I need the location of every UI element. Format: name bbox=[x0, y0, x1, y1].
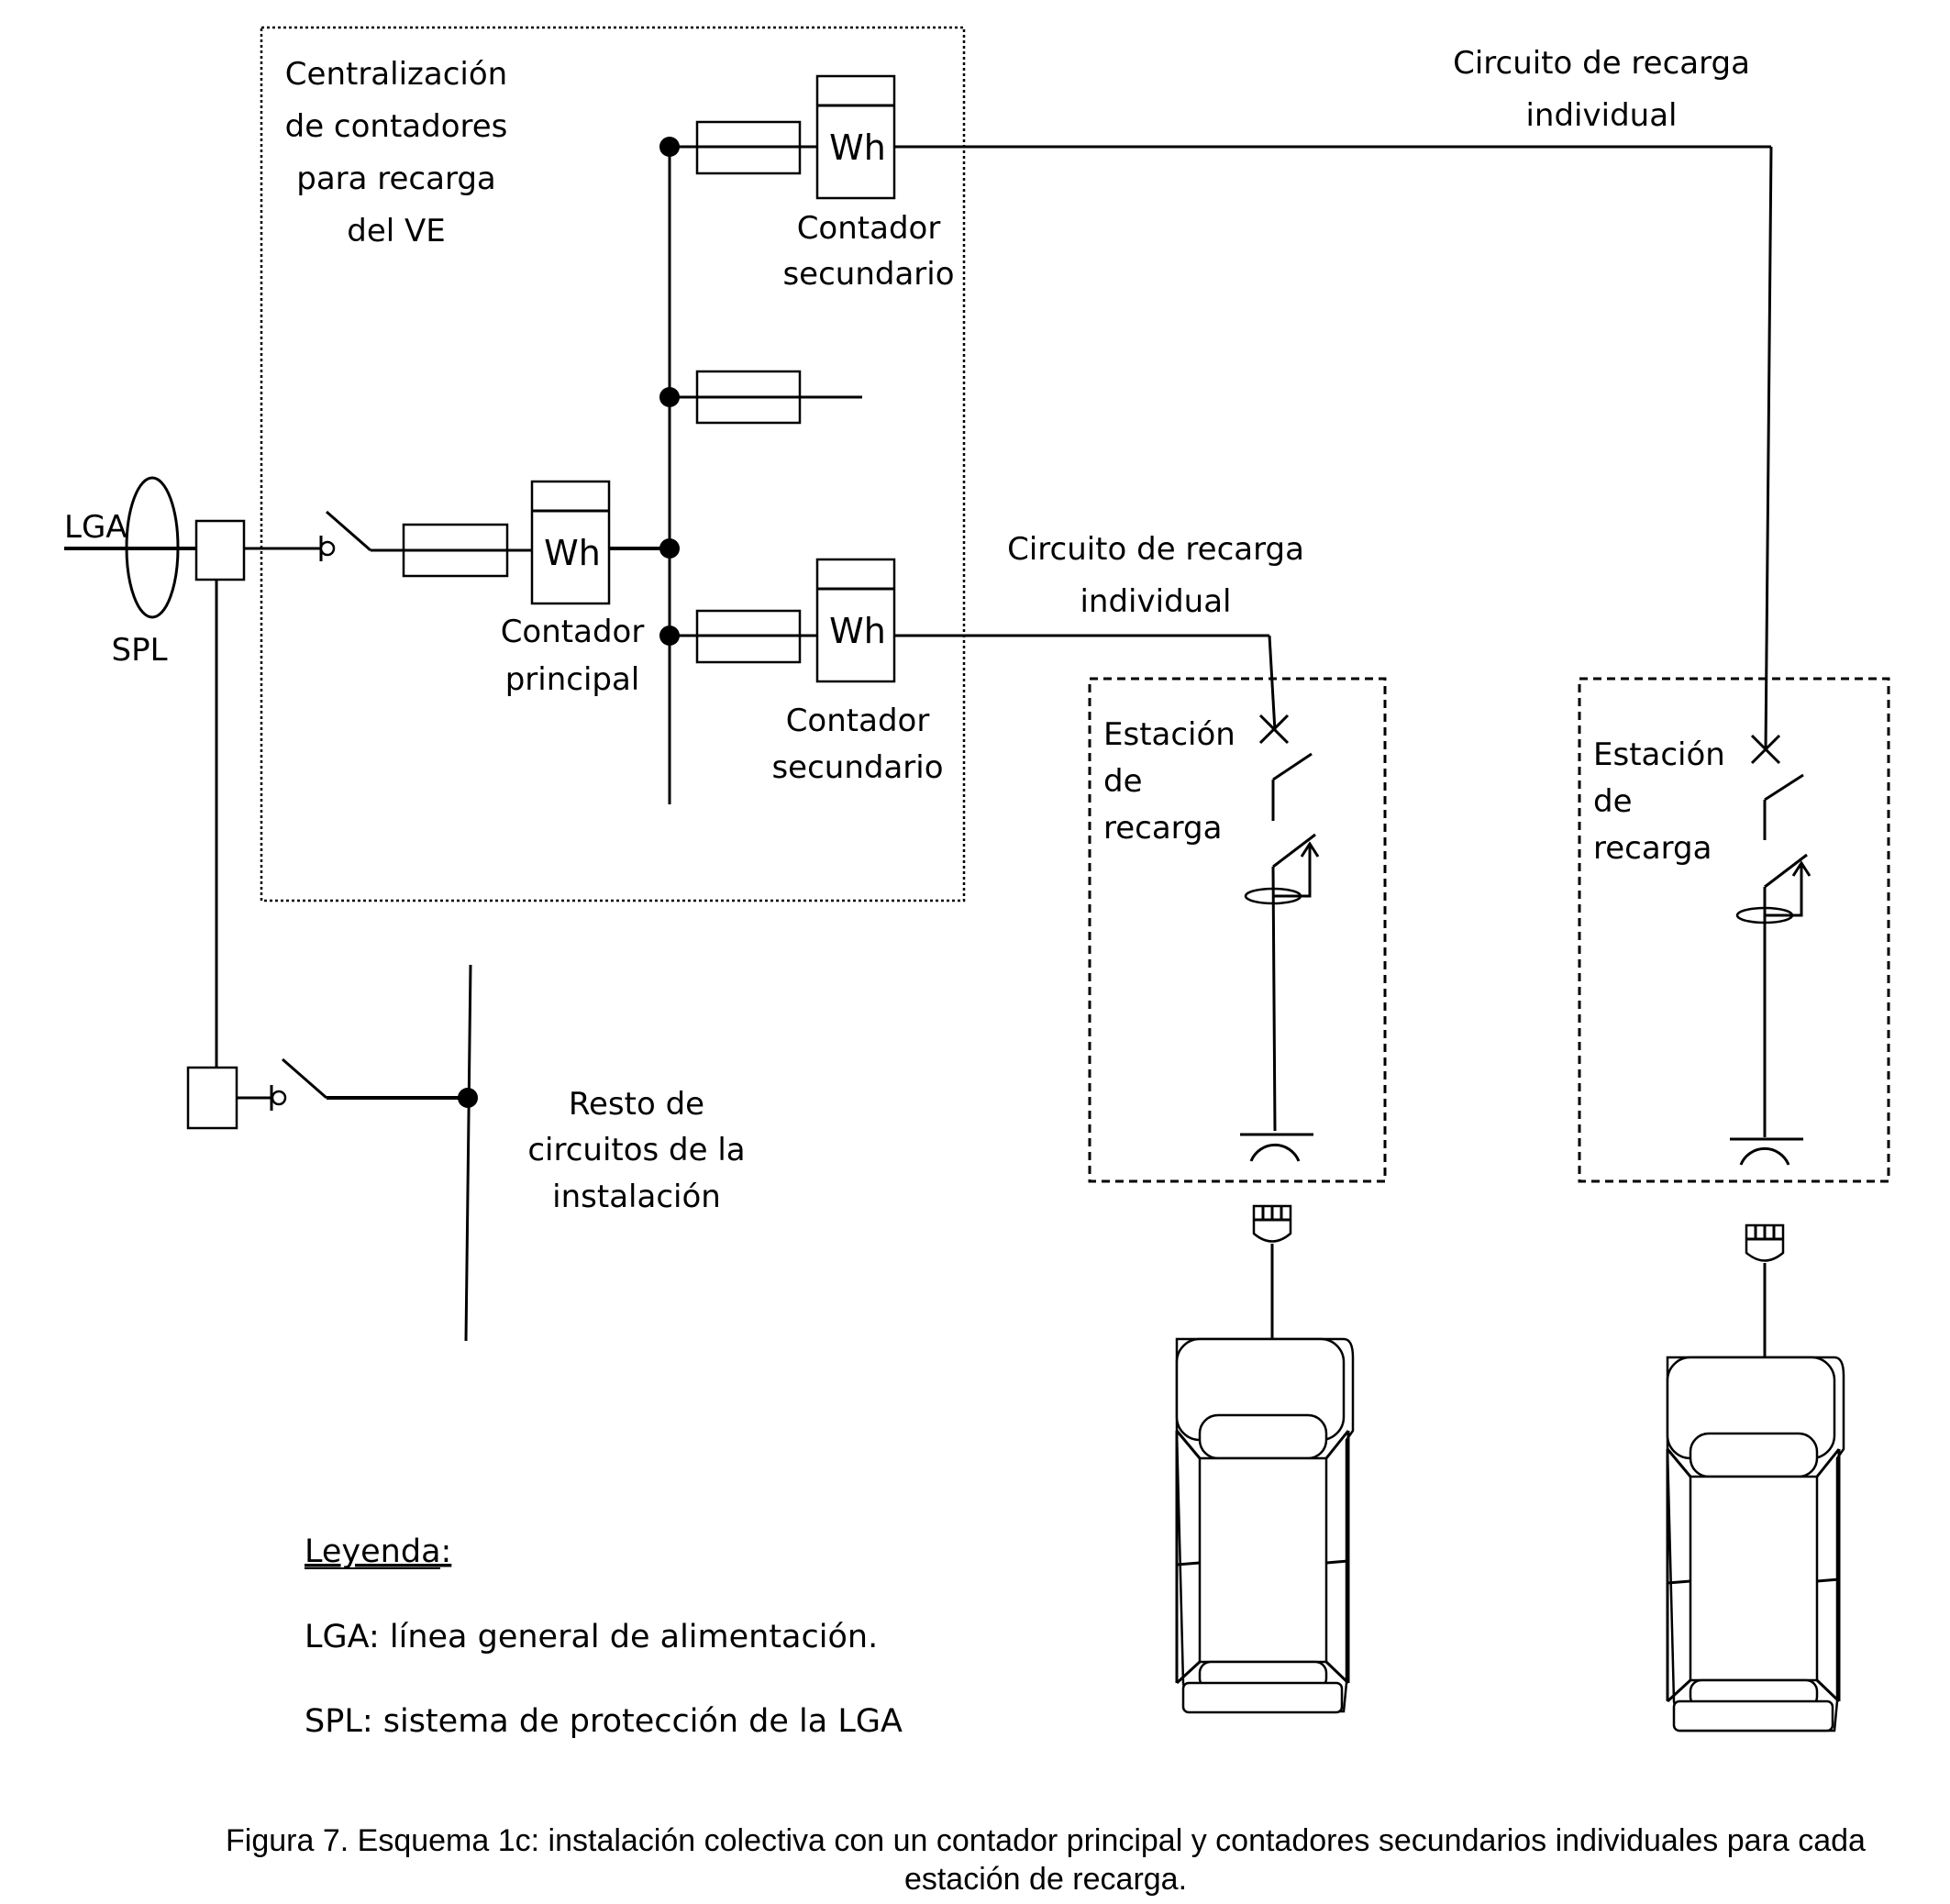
station-2-socket-arc bbox=[1739, 1146, 1790, 1166]
car-2-right-side-front bbox=[1815, 1448, 1841, 1478]
figure-caption-line-1: Figura 7. Esquema 1c: instalación colect… bbox=[226, 1823, 1866, 1858]
charging-circuit-drop-near bbox=[1268, 635, 1277, 732]
secondary-meter-bottom-unit: Wh bbox=[829, 611, 886, 651]
car-2-left-door-line bbox=[1667, 1579, 1691, 1585]
lga-label: LGA bbox=[64, 509, 127, 546]
secondary-meter-top-label-line-2: secundario bbox=[782, 256, 954, 293]
main-meter bbox=[530, 480, 611, 605]
charging-station-2 bbox=[1578, 677, 1890, 1183]
station-1-breaker-x-b bbox=[1258, 714, 1290, 745]
main-switch-contact bbox=[319, 540, 336, 557]
legend-item-spl: SPL: sistema de protección de la LGA bbox=[305, 1703, 903, 1740]
near-circuit-label-line-1: Circuito de recarga bbox=[1007, 531, 1304, 568]
station-2-rcd-arrow-head bbox=[1791, 860, 1812, 877]
centralization-label-line-3: para recarga bbox=[296, 161, 496, 197]
station-2-label-line-2: de bbox=[1593, 783, 1633, 820]
electric-vehicle-1 bbox=[1175, 1337, 1355, 1714]
car-1-right-rear bbox=[1324, 1660, 1350, 1685]
station-1-label-line-1: Estación bbox=[1103, 716, 1235, 753]
station-1-breaker-blade bbox=[1272, 752, 1313, 781]
secondary-meter-top-unit: Wh bbox=[829, 127, 886, 168]
main-meter-label-line-1: Contador bbox=[501, 614, 645, 650]
station-2-rcd-blade bbox=[1764, 853, 1808, 889]
car-1-left-door-line bbox=[1176, 1561, 1201, 1566]
secondary-meter-bottom-label-line-2: secundario bbox=[771, 749, 943, 786]
main-switch-blade bbox=[326, 510, 371, 552]
legend-item-lga: LGA: línea general de alimentación. bbox=[305, 1619, 878, 1655]
car-2-bumper bbox=[1672, 1699, 1834, 1732]
car-2-right-rear bbox=[1815, 1678, 1841, 1703]
car-1-right-door-line bbox=[1325, 1559, 1349, 1565]
busbar-node-main bbox=[659, 538, 680, 559]
station-1-rcd-arrow-head bbox=[1300, 841, 1320, 858]
main-meter-label-line-2: principal bbox=[505, 661, 640, 698]
main-protection-box bbox=[194, 519, 246, 581]
rest-protection-box bbox=[186, 1066, 238, 1130]
station-1-label-line-2: de bbox=[1103, 763, 1143, 800]
rest-label-line-2: circuitos de la bbox=[527, 1132, 745, 1168]
station-1-line-to-socket bbox=[1271, 866, 1277, 1132]
station-1-socket-arc bbox=[1249, 1143, 1301, 1162]
station-2-rcd-arrow bbox=[1765, 865, 1803, 917]
secondary-meter-bottom bbox=[815, 558, 896, 683]
meter-centralization-box bbox=[260, 26, 966, 902]
far-circuit-label-line-1: Circuito de recarga bbox=[1453, 45, 1750, 82]
station-2-label-line-1: Estación bbox=[1593, 736, 1725, 773]
charging-station-1 bbox=[1088, 677, 1387, 1183]
spl-protection-symbol bbox=[125, 476, 180, 619]
station-1-rcd-blade bbox=[1272, 833, 1316, 869]
car-2-cabin bbox=[1689, 1475, 1819, 1682]
rest-label-line-3: instalación bbox=[552, 1179, 721, 1215]
station-2-breaker-x-b bbox=[1750, 734, 1781, 765]
car-1-cabin bbox=[1198, 1456, 1328, 1664]
near-circuit-label-line-2: individual bbox=[1080, 583, 1231, 620]
secondary-meter-top-label-line-1: Contador bbox=[797, 210, 941, 247]
centralization-label-line-1: Centralización bbox=[285, 56, 507, 93]
centralization-label-line-4: del VE bbox=[347, 213, 446, 249]
charging-circuit-drop-far bbox=[1764, 146, 1773, 752]
rest-switch-contact bbox=[271, 1090, 287, 1106]
secondary-meter-top bbox=[815, 74, 896, 200]
legend-title: Leyenda: bbox=[305, 1533, 451, 1570]
station-1-rcd-arrow bbox=[1273, 846, 1312, 898]
car-1-left-side-front bbox=[1175, 1430, 1202, 1459]
rest-busbar bbox=[464, 964, 472, 1342]
station-2-label-line-3: recarga bbox=[1593, 830, 1712, 867]
centralization-label-line-2: de contadores bbox=[285, 108, 508, 145]
far-circuit-label-line-2: individual bbox=[1525, 97, 1677, 134]
car-2-left-side-front bbox=[1666, 1448, 1692, 1478]
car-2-windshield bbox=[1689, 1432, 1819, 1478]
car-1-right-side-front bbox=[1324, 1430, 1350, 1459]
rest-switch-blade bbox=[282, 1057, 327, 1100]
electric-vehicle-2 bbox=[1666, 1356, 1845, 1732]
figure-caption-line-2: estación de recarga. bbox=[904, 1862, 1187, 1897]
station-2-breaker-blade bbox=[1764, 773, 1804, 802]
rest-bus-node bbox=[458, 1088, 478, 1108]
secondary-meter-bottom-label-line-1: Contador bbox=[786, 703, 930, 739]
spl-label: SPL bbox=[111, 632, 167, 669]
car-2-left-rear bbox=[1666, 1678, 1692, 1703]
station-1-label-line-3: recarga bbox=[1103, 810, 1222, 847]
car-1-bumper bbox=[1181, 1681, 1344, 1714]
car-2-right-door-line bbox=[1816, 1577, 1840, 1583]
rest-label-line-1: Resto de bbox=[569, 1086, 704, 1123]
car-1-left-rear bbox=[1175, 1660, 1202, 1685]
main-meter-unit: Wh bbox=[544, 533, 601, 573]
car-1-windshield bbox=[1198, 1413, 1328, 1460]
